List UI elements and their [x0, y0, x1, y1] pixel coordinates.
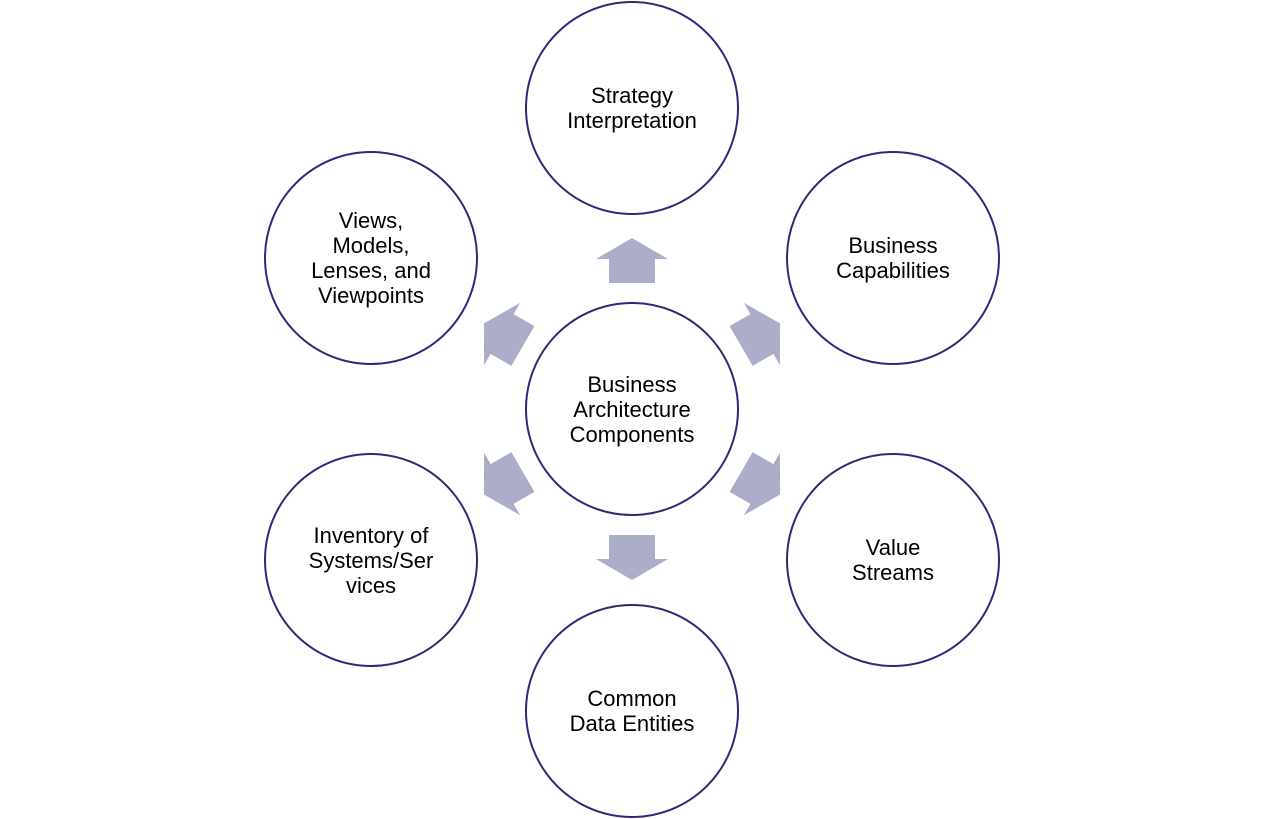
node-inventory-of-systems-services-label: Inventory of Systems/Ser vices — [308, 522, 434, 598]
arrow-to-views — [483, 302, 535, 366]
node-inventory-of-systems-services: Inventory of Systems/Ser vices — [264, 453, 478, 667]
center-node: Business Architecture Components — [525, 302, 739, 516]
node-business-capabilities: Business Capabilities — [786, 151, 1000, 365]
node-value-streams-label: Value Streams — [852, 535, 934, 585]
node-common-data-entities: Common Data Entities — [525, 604, 739, 818]
node-business-capabilities-label: Business Capabilities — [836, 233, 950, 283]
node-strategy-interpretation: Strategy Interpretation — [525, 1, 739, 215]
arrow-to-value-streams — [729, 452, 781, 516]
node-views-models-lenses-viewpoints-label: Views, Models, Lenses, and Viewpoints — [311, 208, 431, 308]
arrow-to-capabilities — [729, 302, 781, 366]
node-views-models-lenses-viewpoints: Views, Models, Lenses, and Viewpoints — [264, 151, 478, 365]
arrow-to-inventory — [483, 452, 535, 516]
node-strategy-interpretation-label: Strategy Interpretation — [567, 83, 697, 133]
node-common-data-entities-label: Common Data Entities — [569, 686, 695, 736]
center-node-label: Business Architecture Components — [569, 371, 695, 447]
arrow-to-strategy — [596, 238, 668, 283]
node-value-streams: Value Streams — [786, 453, 1000, 667]
arrow-to-data-entities — [596, 535, 668, 580]
